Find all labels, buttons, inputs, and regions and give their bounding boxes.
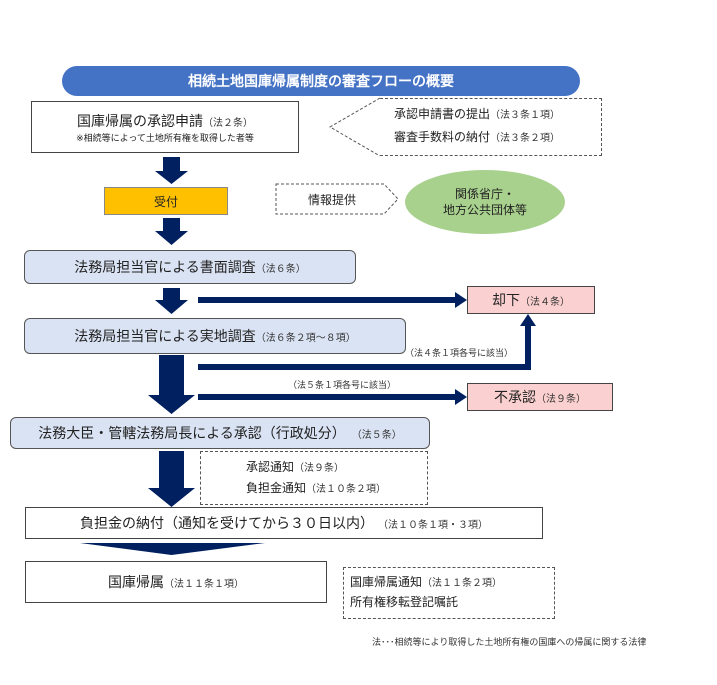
application-details-box: 承認申請書の提出（法３条１項） 審査手数料の納付（法３条２項） xyxy=(380,98,602,156)
payment-box: 負担金の納付（通知を受けてから３０日以内） （法１０条１項・３項） xyxy=(25,507,543,539)
field-review-ref: （法６条２項～８項） xyxy=(255,332,356,344)
arrow-to-disapproval-shaft xyxy=(198,394,456,400)
approval-notices-box: 承認通知（法９条） 負担金通知（法１０条２項） xyxy=(200,451,428,505)
agencies-ellipse: 関係省庁・ 地方公共団体等 xyxy=(405,170,565,234)
approval-notice-item: 負担金通知（法１０条２項） xyxy=(246,481,387,495)
document-review-ref: （法６条） xyxy=(255,263,306,275)
arrow-to-dismissal-1-head xyxy=(455,292,467,308)
dismissal-box: 却下（法４条） xyxy=(467,286,595,314)
payment-label: 負担金の納付（通知を受けてから３０日以内） xyxy=(80,516,374,532)
application-box: 国庫帰属の承認申請（法２条） ※相続等によって土地所有権を取得した者等 xyxy=(31,101,299,153)
arrow-down-6 xyxy=(80,543,265,555)
field-review-label: 法務局担当官による実地調査 xyxy=(74,329,256,345)
footnote: 法･･･相続等により取得した土地所有権の国庫への帰属に関する法律 xyxy=(372,638,647,648)
reception-box: 受付 xyxy=(104,187,228,215)
approval-notice-item: 承認通知（法９条） xyxy=(246,460,345,474)
arrow-to-dismissal-2-riser xyxy=(525,325,531,370)
document-review-label: 法務局担当官による書面調査 xyxy=(74,260,256,276)
diagram-title: 相続土地国庫帰属制度の審査フローの概要 xyxy=(62,66,580,96)
arrow-down-4 xyxy=(148,355,195,414)
dismissal-condition: （法４条１項各号に該当） xyxy=(405,349,514,359)
disapproval-ref: （法９条） xyxy=(536,393,586,405)
vesting-ref: （法１１条１項） xyxy=(164,578,244,590)
application-detail-item: 承認申請書の提出（法３条１項） xyxy=(394,107,561,121)
info-provision-label: 情報提供 xyxy=(307,192,356,207)
dismissal-ref: （法４条） xyxy=(520,296,570,308)
reception-label: 受付 xyxy=(153,194,178,209)
vesting-notices-box: 国庫帰属通知（法１１条２項） 所有権移転登記嘱託 xyxy=(343,567,555,619)
payment-ref: （法１０条１項・３項） xyxy=(378,519,488,531)
vesting-notice-item: 所有権移転登記嘱託 xyxy=(350,595,459,609)
agencies-line1: 関係省庁・ xyxy=(454,186,515,201)
arrow-down-1 xyxy=(155,157,188,184)
document-review-box: 法務局担当官による書面調査（法６条） xyxy=(24,250,356,284)
arrow-down-3 xyxy=(155,288,188,314)
approval-label: 法務大臣・管轄法務局長による承認（行政処分） xyxy=(38,426,346,442)
field-review-box: 法務局担当官による実地調査（法６条２項～８項） xyxy=(24,318,406,354)
arrow-down-2 xyxy=(155,218,188,245)
disapproval-label: 不承認 xyxy=(494,390,536,406)
application-detail-item: 審査手数料の納付（法３条２項） xyxy=(394,130,561,144)
application-ref: （法２条） xyxy=(203,117,253,129)
arrow-to-dismissal-2-shaft xyxy=(198,364,531,370)
agencies-line2: 地方公共団体等 xyxy=(442,203,527,217)
approval-ref: （法５条） xyxy=(351,429,402,441)
arrow-to-dismissal-2-head xyxy=(520,314,536,326)
application-label: 国庫帰属の承認申請 xyxy=(77,113,203,130)
application-detail-chevron xyxy=(329,97,381,157)
info-provision-shape xyxy=(275,183,399,215)
disapproval-condition: （法５条１項各号に該当） xyxy=(288,381,397,391)
arrow-to-dismissal-1-shaft xyxy=(198,297,456,303)
arrow-down-5 xyxy=(148,451,195,507)
application-note: ※相続等によって土地所有権を取得した者等 xyxy=(76,133,254,144)
arrow-to-disapproval-head xyxy=(455,389,467,405)
disapproval-box: 不承認（法９条） xyxy=(467,383,613,411)
approval-box: 法務大臣・管轄法務局長による承認（行政処分） （法５条） xyxy=(10,417,430,449)
vesting-notice-item: 国庫帰属通知（法１１条２項） xyxy=(350,575,503,589)
vesting-label: 国庫帰属 xyxy=(108,575,164,591)
dismissal-label: 却下 xyxy=(492,293,520,309)
vesting-box: 国庫帰属（法１１条１項） xyxy=(25,561,327,603)
